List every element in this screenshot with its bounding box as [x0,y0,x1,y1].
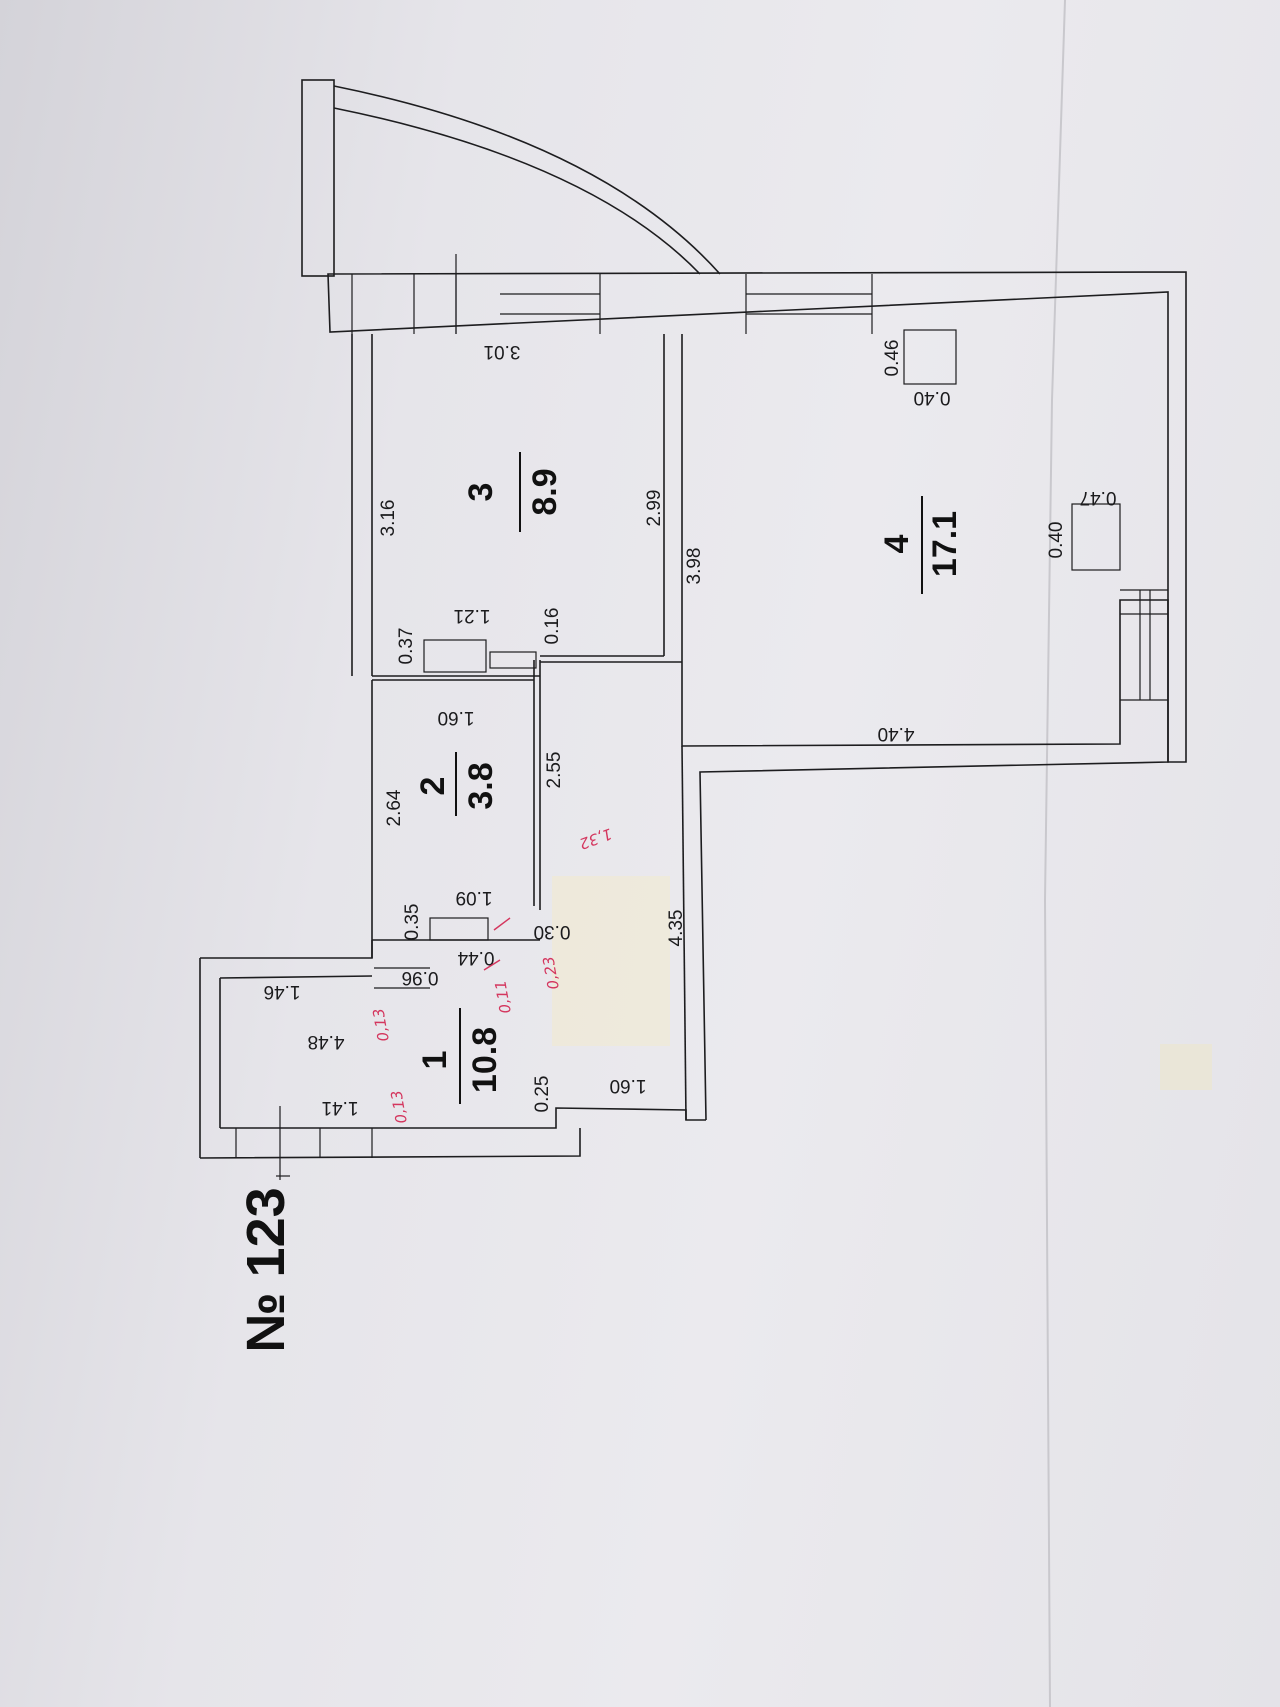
room-3-area: 8.9 [526,468,564,515]
room-2-area: 3.8 [462,762,500,809]
dim-3-98: 3.98 [684,548,705,585]
dim-3-16: 3.16 [378,500,399,537]
handwritten-1-32: 1,32 [577,825,615,853]
dim-2-55: 2.55 [544,752,565,789]
room-4-area: 17.1 [926,511,964,577]
tape-strip [552,876,670,1046]
dim-0-35: 0.35 [402,904,423,941]
dim-2-99: 2.99 [644,490,665,527]
handwritten-0-13-a: 0,13 [369,1007,393,1043]
dim-4-40: 4.40 [878,723,915,744]
dim-0-30: 0.30 [534,921,571,942]
plan-number-title: № 123 [236,1187,296,1352]
room-2-number: 2 [414,777,452,796]
handwritten-0-11: 0,11 [491,979,515,1015]
room-2-walls [371,660,541,958]
dim-4-35: 4.35 [666,910,687,947]
dim-0-47: 0.47 [1080,487,1117,508]
handwritten-0-23: 0,23 [539,955,563,991]
dim-1-09: 1.09 [456,887,493,908]
dim-1-60-b: 1.60 [610,1075,647,1096]
room-3-walls [351,334,683,677]
dim-2-64: 2.64 [384,789,405,826]
dim-0-96: 0.96 [402,967,439,988]
dim-4-48: 4.48 [308,1031,345,1052]
handwritten-marks [483,917,511,971]
balcony [301,79,721,277]
dim-0-16: 0.16 [542,608,563,645]
dim-0-44: 0.44 [457,947,494,968]
handwritten-0-13-b: 0,13 [387,1089,411,1125]
dim-0-40-a: 0.40 [914,387,951,408]
room-3-number: 3 [462,483,500,502]
dim-1-21: 1.21 [454,605,491,626]
dim-0-40-b: 0.40 [1046,522,1067,559]
dim-1-41: 1.41 [322,1097,359,1118]
tape-piece [1160,1044,1212,1090]
room-1-number: 1 [416,1051,454,1070]
dim-3-01: 3.01 [484,341,521,362]
dim-0-46: 0.46 [882,340,903,377]
dim-0-37: 0.37 [396,628,417,665]
room-4-number: 4 [878,534,916,553]
dim-1-46: 1.46 [264,981,301,1002]
dim-0-25: 0.25 [532,1076,553,1113]
paper-fold [1043,0,1066,1707]
dim-1-60-a: 1.60 [438,707,475,728]
room-4-walls [681,329,1169,1121]
room-1-area: 10.8 [466,1027,504,1093]
room-1-walls [199,940,706,1180]
